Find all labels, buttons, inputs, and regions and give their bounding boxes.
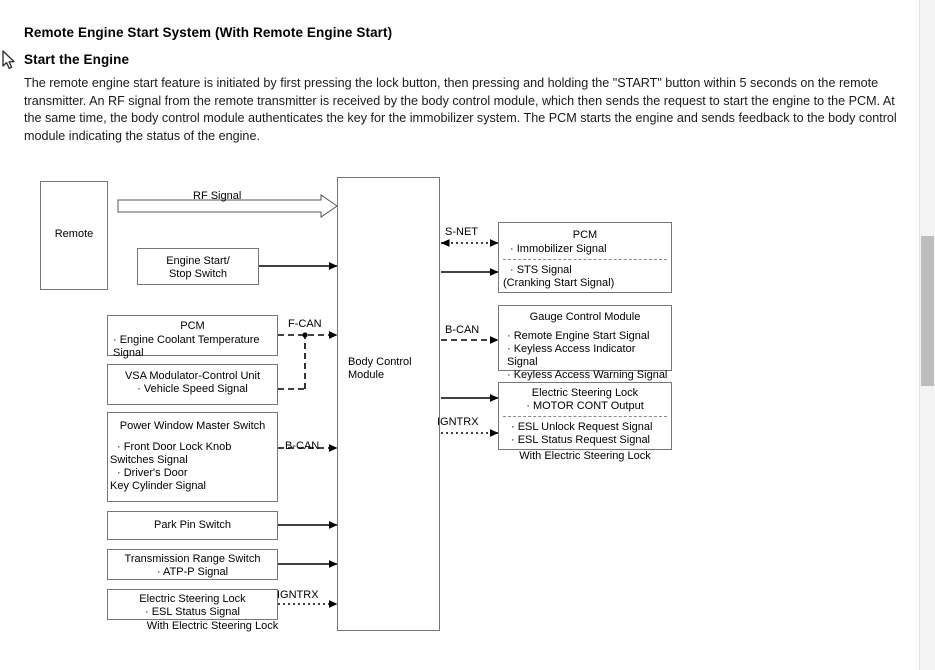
gcm-item3: · Keyless Access Warning Signal (507, 369, 668, 381)
node-electric-steering-lock-left: Electric Steering Lock · ESL Status Sign… (107, 589, 278, 620)
pcm-left-title: PCM (180, 320, 205, 332)
label-s-net: S-NET (445, 226, 478, 238)
vertical-scrollbar-track[interactable] (919, 0, 935, 670)
esl-left-caption: With Electric Steering Lock (146, 620, 279, 632)
pwms-item2: Switches Signal (110, 454, 188, 466)
node-transmission-range-switch: Transmission Range Switch · ATP-P Signal (107, 549, 278, 580)
label-igntrx-left: IGNTRX (277, 589, 319, 601)
pcm-right-item1: · Immobilizer Signal (510, 243, 607, 255)
remote-label: Remote (54, 228, 94, 240)
node-vsa-modulator-control-unit: VSA Modulator-Control Unit · Vehicle Spe… (107, 364, 278, 405)
gcm-item1: · Remote Engine Start Signal (507, 330, 650, 342)
bcm-label-line2: Module (348, 369, 385, 381)
esl-left-title: Electric Steering Lock (139, 593, 246, 605)
vertical-scrollbar-thumb[interactable] (921, 236, 934, 386)
label-b-can-right: B-CAN (445, 324, 480, 336)
esl-right-title: Electric Steering Lock (531, 387, 639, 399)
label-b-can-left: B-CAN (285, 440, 320, 452)
bcm-label-line1: Body Control (348, 356, 412, 368)
node-remote: Remote (40, 181, 108, 290)
engine-start-switch-line1: Engine Start/ (166, 255, 230, 267)
node-power-window-master-switch: Power Window Master Switch · Front Door … (107, 412, 278, 502)
node-electric-steering-lock-right: Electric Steering Lock · MOTOR CONT Outp… (498, 382, 672, 450)
vsa-item1: · Vehicle Speed Signal (137, 383, 248, 395)
line-f-can (278, 331, 338, 390)
pwms-item4: Key Cylinder Signal (110, 480, 206, 492)
label-rf-signal: RF Signal (193, 190, 242, 202)
esl-right-divider (503, 416, 667, 417)
node-pcm-left: PCM · Engine Coolant Temperature Signal (107, 315, 278, 359)
pwms-item1: · Front Door Lock Knob (117, 441, 232, 453)
trs-item1: · ATP-P Signal (156, 566, 229, 578)
label-igntrx-right: IGNTRX (437, 416, 479, 428)
pcm-right-divider (503, 259, 667, 260)
pwms-item3: · Driver's Door (117, 467, 188, 479)
node-park-pin-switch: Park Pin Switch (107, 511, 278, 540)
rf-signal-arrow (117, 194, 338, 218)
label-f-can: F-CAN (288, 318, 322, 330)
pcm-right-item3: (Cranking Start Signal) (503, 277, 615, 289)
page-title: Remote Engine Start System (With Remote … (24, 25, 393, 40)
esl-right-caption: With Electric Steering Lock (519, 450, 651, 462)
section-heading: Start the Engine (24, 52, 130, 67)
trs-title: Transmission Range Switch (124, 553, 261, 565)
park-pin-title: Park Pin Switch (153, 519, 232, 531)
body-paragraph: The remote engine start feature is initi… (24, 76, 897, 143)
node-body-control-module: Body Control Module (337, 177, 440, 631)
esl-right-item1: · MOTOR CONT Output (526, 400, 644, 412)
gcm-title: Gauge Control Module (529, 311, 641, 323)
node-pcm-right: PCM · Immobilizer Signal · STS Signal (C… (498, 222, 672, 293)
gcm-item2: · Keyless Access Indicator Signal (507, 343, 636, 368)
pcm-left-item1: · Engine Coolant Temperature (113, 334, 260, 346)
node-gauge-control-module: Gauge Control Module · Remote Engine Sta… (498, 305, 672, 381)
pcm-right-title: PCM (572, 229, 598, 241)
esl-right-item3: · ESL Status Request Signal (511, 434, 651, 446)
esl-left-item1: · ESL Status Signal (145, 606, 240, 618)
pcm-right-item2: · STS Signal (510, 264, 572, 276)
vsa-title: VSA Modulator-Control Unit (124, 370, 261, 382)
pcm-left-item2: Signal (113, 347, 144, 359)
esl-right-item2: · ESL Unlock Request Signal (511, 421, 653, 433)
engine-start-switch-line2: Stop Switch (168, 268, 228, 280)
node-engine-start-stop-switch: Engine Start/ Stop Switch (137, 248, 259, 285)
pwms-title: Power Window Master Switch (119, 420, 266, 432)
